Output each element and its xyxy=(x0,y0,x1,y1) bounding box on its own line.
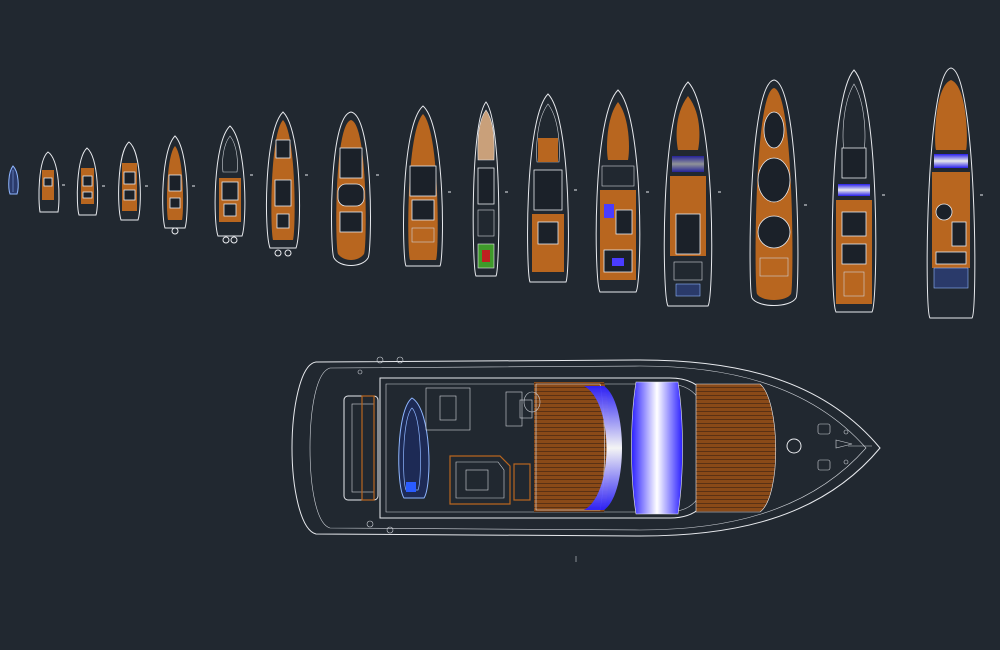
boat-13 xyxy=(663,81,721,307)
boat-2 xyxy=(38,151,65,213)
boat-16 xyxy=(926,67,983,319)
boat-12 xyxy=(595,89,649,293)
boat-6 xyxy=(214,125,253,244)
boat-4 xyxy=(118,141,148,221)
boat-9 xyxy=(403,105,451,267)
large-yacht-top-view xyxy=(291,356,881,562)
boat-11 xyxy=(527,93,577,283)
boat-14 xyxy=(749,79,807,306)
boat-7 xyxy=(265,111,308,257)
boat-row xyxy=(8,67,983,319)
boat-8 xyxy=(331,111,379,266)
boat-1-dinghy xyxy=(8,165,19,195)
boat-10 xyxy=(472,101,508,277)
boat-15 xyxy=(831,69,885,313)
boat-3 xyxy=(76,147,105,216)
boat-5 xyxy=(162,135,195,235)
